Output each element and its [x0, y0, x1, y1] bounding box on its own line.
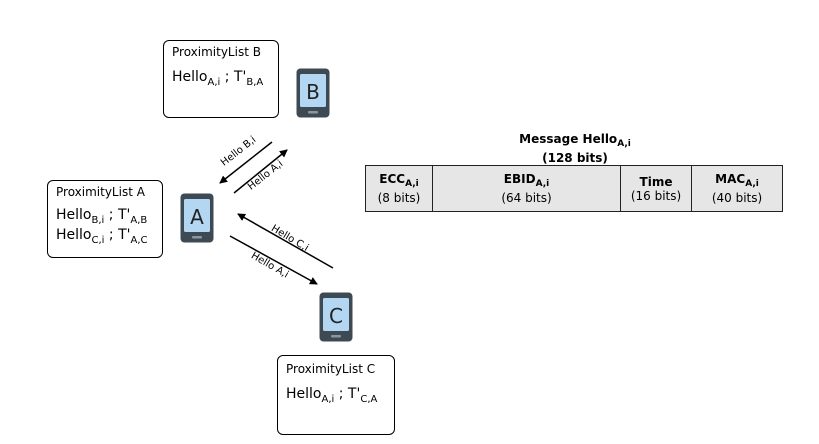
message-structure: ECCA,i (8 bits) EBIDA,i (64 bits) Time (…	[365, 165, 783, 212]
field-time: Time (16 bits)	[621, 166, 692, 211]
proximity-list-a-title: ProximityList A	[56, 185, 145, 199]
message-title: Message HelloA,i (128 bits)	[490, 132, 660, 165]
phone-a-icon: A	[180, 193, 214, 243]
arrow-c-to-a	[237, 213, 334, 269]
phone-a-label: A	[190, 205, 204, 229]
arrow-b-to-a	[219, 141, 273, 184]
phone-b-label: B	[306, 80, 320, 104]
proximity-list-b: ProximityList B HelloA,i ; T'B,A	[163, 40, 279, 118]
proximity-list-c: ProximityList C HelloA,i ; T'C,A	[277, 355, 395, 435]
field-mac: MACA,i (40 bits)	[711, 172, 763, 205]
field-ebid: EBIDA,i (64 bits)	[433, 166, 621, 211]
phone-c-label: C	[329, 304, 343, 328]
arrow-a-to-c	[229, 235, 318, 285]
proximity-list-c-entry: HelloA,i ; T'C,A	[286, 386, 378, 405]
arrow-a-to-b	[233, 149, 288, 194]
phone-b-icon: B	[296, 68, 330, 118]
proximity-list-b-entry: HelloA,i ; T'B,A	[172, 69, 264, 88]
message-size: (128 bits)	[542, 151, 608, 165]
proximity-list-a: ProximityList A HelloB,i ; T'A,B HelloC,…	[47, 180, 163, 258]
proximity-list-a-entry: HelloB,i ; T'A,B	[56, 207, 148, 226]
proximity-list-c-title: ProximityList C	[286, 362, 376, 376]
proximity-list-b-title: ProximityList B	[172, 45, 261, 59]
proximity-list-a-entry: HelloC,i ; T'A,C	[56, 227, 148, 246]
phone-c-icon: C	[319, 292, 353, 342]
field-ecc: ECCA,i (8 bits)	[366, 166, 433, 211]
